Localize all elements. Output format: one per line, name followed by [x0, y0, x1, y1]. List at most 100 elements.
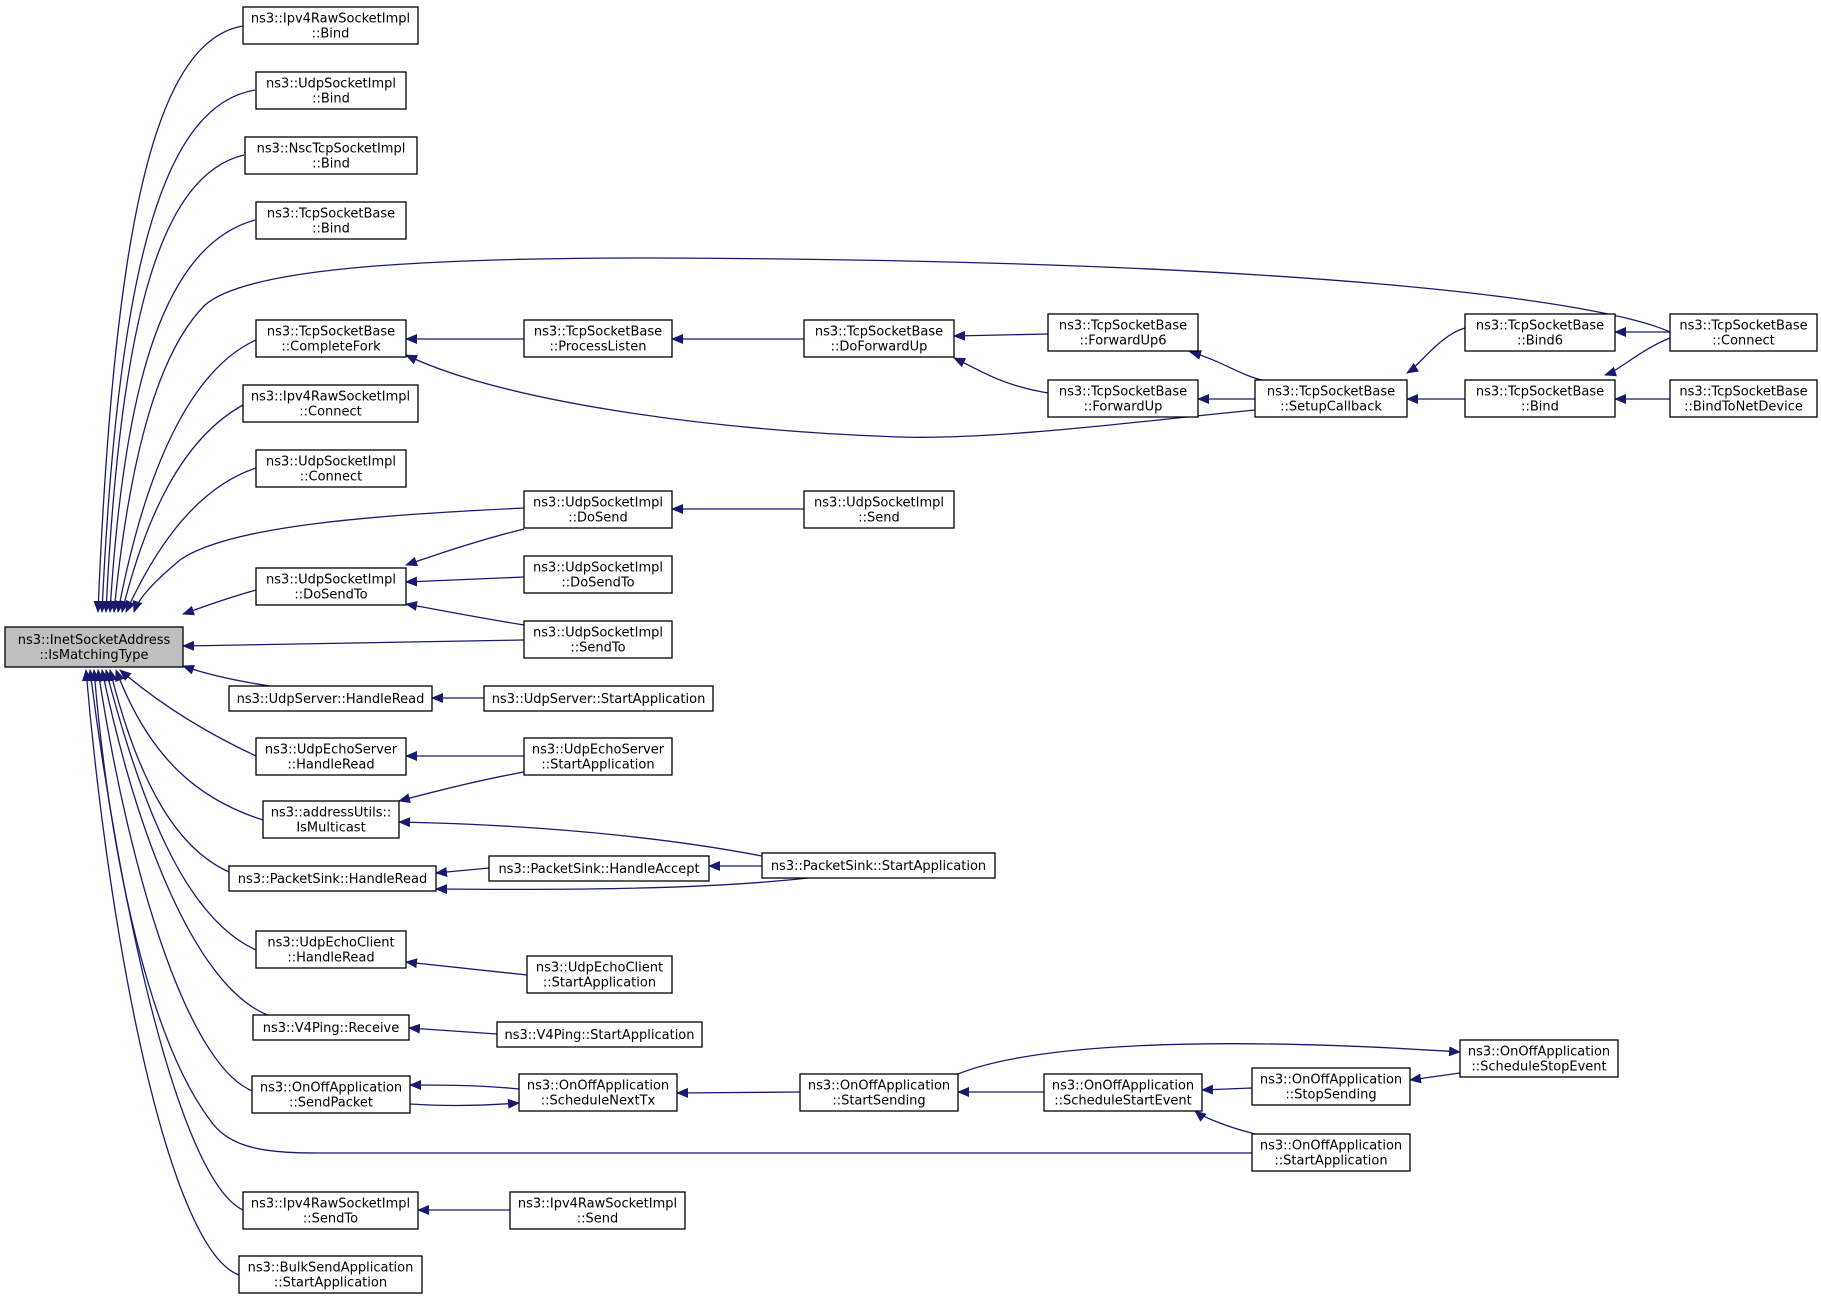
node-udp-send[interactable]: ns3::UdpSocketImpl::Send	[803, 490, 955, 529]
node-label-line: ::SendPacket	[289, 1096, 373, 1111]
node-nsc-bind[interactable]: ns3::NscTcpSocketImpl::Bind	[244, 136, 418, 175]
node-onoff-stopsending[interactable]: ns3::OnOffApplication::StopSending	[1251, 1067, 1411, 1106]
node-udpecho-server-handleread[interactable]: ns3::UdpEchoServer::HandleRead	[255, 737, 407, 776]
node-label-line: ::StartSending	[832, 1094, 925, 1109]
node-label-line: ns3::UdpSocketImpl	[814, 496, 944, 511]
node-tcp-bind6[interactable]: ns3::TcpSocketBase::Bind6	[1464, 313, 1616, 352]
node-box	[262, 800, 400, 839]
node-box	[1669, 379, 1818, 418]
node-onoff-schedulestartevent[interactable]: ns3::OnOffApplication::ScheduleStartEven…	[1043, 1073, 1203, 1112]
edge-line	[115, 339, 257, 613]
node-packetsink-startapp[interactable]: ns3::PacketSink::StartApplication	[761, 852, 996, 879]
edge-udpecho_server_startapp-to-addrutils_ismulticast	[398, 771, 525, 803]
edge-udp_sendto-to-root	[182, 639, 525, 651]
edge-udp_dosendto2-to-udp_dosendto	[405, 576, 525, 587]
node-box	[523, 319, 673, 358]
node-label-line: ns3::addressUtils::	[271, 806, 392, 821]
node-onoff-startsending[interactable]: ns3::OnOffApplication::StartSending	[799, 1073, 959, 1112]
node-label-line: ns3::TcpSocketBase	[1059, 385, 1187, 400]
node-udpecho-client-startapp[interactable]: ns3::UdpEchoClient::StartApplication	[526, 955, 673, 994]
node-box	[242, 1191, 419, 1230]
node-udpserver-startapp[interactable]: ns3::UdpServer::StartApplication	[483, 685, 714, 712]
edge-tcp_forwardup6-to-tcp_doforwardup	[953, 330, 1049, 341]
node-ipv4raw-send[interactable]: ns3::Ipv4RawSocketImpl::Send	[509, 1191, 686, 1230]
node-label-line: ::Bind	[312, 27, 350, 42]
node-v4ping-receive[interactable]: ns3::V4Ping::Receive	[252, 1014, 410, 1041]
node-udpecho-client-handleread[interactable]: ns3::UdpEchoClient::HandleRead	[255, 930, 407, 969]
node-addrutils-ismulticast[interactable]: ns3::addressUtils::IsMulticast	[262, 800, 400, 839]
node-label-line: ::BindToNetDevice	[1684, 400, 1803, 415]
node-label-line: ns3::TcpSocketBase	[1059, 319, 1187, 334]
node-label-line: ns3::UdpSocketImpl	[533, 496, 663, 511]
node-udp-sendto[interactable]: ns3::UdpSocketImpl::SendTo	[523, 620, 673, 659]
edge-line	[1194, 1110, 1256, 1135]
node-onoff-startapp[interactable]: ns3::OnOffApplication::StartApplication	[1251, 1133, 1411, 1172]
node-tcp-processlisten[interactable]: ns3::TcpSocketBase::ProcessListen	[523, 319, 673, 358]
edge-line	[182, 664, 271, 687]
edge-line	[93, 24, 256, 613]
node-tcp-doforwardup[interactable]: ns3::TcpSocketBase::DoForwardUp	[803, 319, 955, 358]
node-label-line: ::Bind	[1521, 400, 1559, 415]
edge-udp_dosend-to-udp_dosendto	[405, 528, 525, 567]
node-onoff-schedulestopevent[interactable]: ns3::OnOffApplication::ScheduleStopEvent	[1459, 1039, 1619, 1078]
node-label-line: ns3::OnOffApplication	[260, 1081, 402, 1096]
node-label-line: ns3::Ipv4RawSocketImpl	[251, 1197, 410, 1212]
node-ipv4raw-bind[interactable]: ns3::Ipv4RawSocketImpl::Bind	[242, 6, 419, 45]
node-label-line: ::StartApplication	[543, 976, 656, 991]
node-box	[799, 1073, 959, 1112]
node-udp-dosend[interactable]: ns3::UdpSocketImpl::DoSend	[523, 490, 673, 529]
node-tcp-bind-a[interactable]: ns3::TcpSocketBase::Bind	[255, 201, 407, 240]
node-udp-bind[interactable]: ns3::UdpSocketImpl::Bind	[255, 71, 407, 110]
node-label-line: ns3::BulkSendApplication	[248, 1261, 414, 1276]
node-label-line: ::ForwardUp6	[1079, 334, 1166, 349]
node-tcp-forwardup6[interactable]: ns3::TcpSocketBase::ForwardUp6	[1047, 313, 1199, 352]
node-udpserver-handleread[interactable]: ns3::UdpServer::HandleRead	[228, 685, 433, 712]
node-tcp-forwardup[interactable]: ns3::TcpSocketBase::ForwardUp	[1047, 379, 1199, 418]
node-label-line: ::CompleteFork	[281, 340, 381, 355]
node-tcp-bindtonetdevice[interactable]: ns3::TcpSocketBase::BindToNetDevice	[1669, 379, 1818, 418]
node-bulksend-startapp[interactable]: ns3::BulkSendApplication::StartApplicati…	[238, 1255, 423, 1294]
node-packetsink-handleaccept[interactable]: ns3::PacketSink::HandleAccept	[488, 855, 710, 882]
edge-tcp_setupcallback-to-tcp_completefork	[405, 354, 1256, 438]
node-tcp-completefork[interactable]: ns3::TcpSocketBase::CompleteFork	[255, 319, 407, 358]
node-label-line: ::Connect	[299, 405, 362, 420]
edge-packetsink_startapp-to-packetsink_handleread	[435, 877, 809, 895]
node-box	[244, 136, 418, 175]
node-label-line: ns3::UdpSocketImpl	[266, 455, 396, 470]
edge-tcp_completefork-to-root	[115, 339, 257, 613]
node-tcp-bind-b[interactable]: ns3::TcpSocketBase::Bind	[1464, 379, 1616, 418]
node-onoff-sendpacket[interactable]: ns3::OnOffApplication::SendPacket	[251, 1075, 411, 1114]
node-box	[1043, 1073, 1203, 1112]
node-packetsink-handleread[interactable]: ns3::PacketSink::HandleRead	[228, 865, 437, 892]
node-label-line: ::Send	[858, 511, 900, 526]
node-label-line: ns3::TcpSocketBase	[534, 325, 662, 340]
edge-layer	[81, 24, 1671, 1276]
node-v4ping-startapp[interactable]: ns3::V4Ping::StartApplication	[496, 1021, 703, 1048]
node-label-line: ns3::V4Ping::StartApplication	[504, 1028, 694, 1043]
node-label-line: IsMulticast	[296, 821, 365, 836]
edge-line	[182, 589, 257, 616]
node-tcp-connect[interactable]: ns3::TcpSocketBase::Connect	[1669, 313, 1818, 352]
node-root[interactable]: ns3::InetSocketAddress::IsMatchingType	[4, 626, 184, 668]
node-label-line: ::IsMatchingType	[40, 648, 149, 663]
node-box	[1047, 379, 1199, 418]
node-label-line: ::Connect	[300, 470, 363, 485]
edge-ipv4raw_sendto-to-root	[86, 669, 244, 1211]
node-ipv4raw-sendto[interactable]: ns3::Ipv4RawSocketImpl::SendTo	[242, 1191, 419, 1230]
node-onoff-schedulenexttx[interactable]: ns3::OnOffApplication::ScheduleNextTx	[518, 1073, 678, 1112]
node-label-line: ::DoSendTo	[561, 576, 634, 591]
node-udp-dosendto2[interactable]: ns3::UdpSocketImpl::DoSendTo	[523, 555, 673, 594]
node-ipv4raw-connect[interactable]: ns3::Ipv4RawSocketImpl::Connect	[242, 384, 419, 423]
node-label-line: ::ScheduleStopEvent	[1471, 1060, 1606, 1075]
node-box	[523, 737, 673, 776]
node-udp-connect[interactable]: ns3::UdpSocketImpl::Connect	[255, 449, 407, 488]
node-label-line: ::Connect	[1712, 334, 1775, 349]
node-udp-dosendto[interactable]: ns3::UdpSocketImpl::DoSendTo	[255, 567, 407, 606]
node-label-line: ns3::UdpSocketImpl	[266, 77, 396, 92]
node-label-line: ns3::TcpSocketBase	[1476, 385, 1604, 400]
node-tcp-setupcallback[interactable]: ns3::TcpSocketBase::SetupCallback	[1254, 379, 1408, 418]
node-label-line: ns3::PacketSink::StartApplication	[771, 859, 986, 874]
node-label-line: ns3::PacketSink::HandleRead	[238, 872, 427, 887]
node-udpecho-server-startapp[interactable]: ns3::UdpEchoServer::StartApplication	[523, 737, 673, 776]
